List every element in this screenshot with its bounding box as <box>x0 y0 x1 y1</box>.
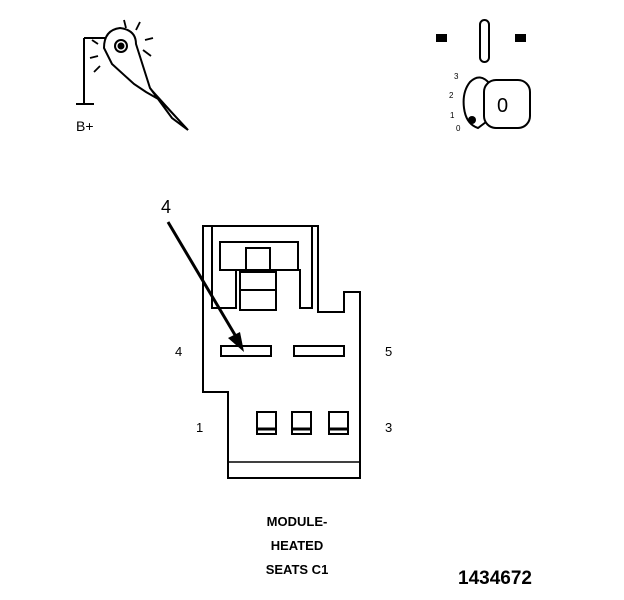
callout-number: 4 <box>161 197 172 217</box>
caption-line-3: SEATS C1 <box>265 562 329 577</box>
caption-line-2: HEATED <box>270 538 324 553</box>
terminal-cavities <box>220 345 349 435</box>
switch-position-3: 3 <box>454 72 459 81</box>
callout-arrow <box>166 221 244 352</box>
figure-id: 1434672 <box>458 568 532 589</box>
cavity-3 <box>328 411 349 435</box>
switch-position-0: 0 <box>456 124 461 133</box>
pin-label-3: 3 <box>385 420 393 435</box>
supply-label: B+ <box>76 118 94 134</box>
cavity-5 <box>293 345 345 357</box>
test-light-icon <box>76 19 189 131</box>
pin-label-4: 4 <box>175 344 183 359</box>
caption-line-1: MODULE- <box>266 514 328 529</box>
pin-label-1: 1 <box>196 420 204 435</box>
cavity-1 <box>256 411 277 435</box>
cavity-4 <box>220 345 272 357</box>
cavity-2 <box>291 411 312 435</box>
key-mark: 0 <box>497 95 509 117</box>
pin-label-5: 5 <box>385 344 393 359</box>
switch-position-2: 2 <box>449 91 454 100</box>
ignition-switch-icon <box>436 19 531 130</box>
switch-position-1: 1 <box>450 111 455 120</box>
connector-c1-outline <box>202 225 361 479</box>
